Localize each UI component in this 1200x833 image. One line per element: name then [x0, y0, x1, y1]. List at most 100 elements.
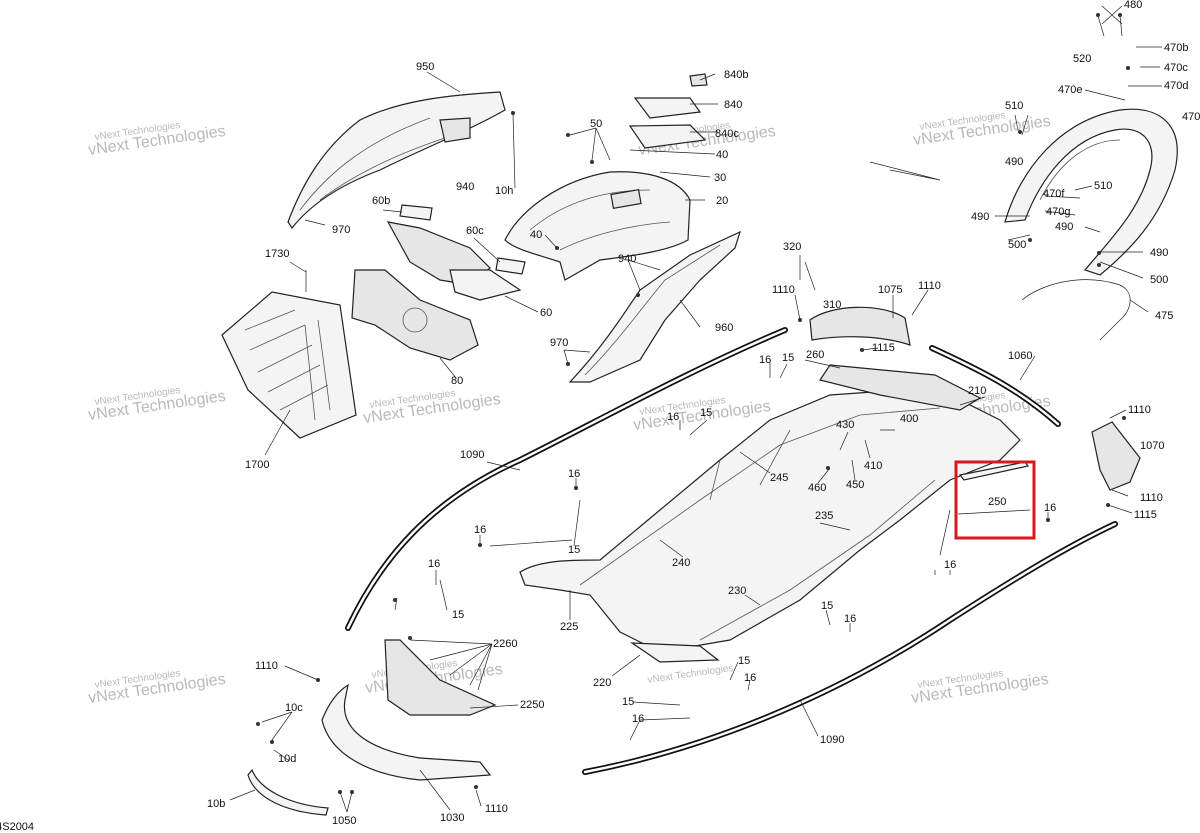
- label-16-b: 16: [667, 411, 679, 423]
- part-1060-rail[interactable]: [929, 345, 1061, 427]
- label-1110-b: 1110: [918, 280, 941, 292]
- label-410: 410: [864, 460, 882, 472]
- part-960-side-panel[interactable]: [568, 230, 741, 383]
- label-470c: 470c: [1164, 62, 1188, 74]
- label-475: 475: [1155, 310, 1173, 322]
- part-1030-bumper[interactable]: [321, 639, 497, 781]
- label-470: 470: [1182, 111, 1200, 123]
- label-10d: 10d: [278, 753, 296, 765]
- label-16-f: 16: [944, 559, 956, 571]
- label-490-c: 490: [1055, 221, 1073, 233]
- part-470-handle[interactable]: [1004, 108, 1178, 276]
- label-450: 450: [846, 479, 864, 491]
- label-1075: 1075: [878, 284, 902, 296]
- label-210: 210: [968, 385, 986, 397]
- label-1110-d: 1110: [1140, 492, 1163, 504]
- label-60c: 60c: [466, 225, 484, 237]
- label-16-d: 16: [1044, 502, 1056, 514]
- label-20: 20: [716, 195, 728, 207]
- part-840-covers[interactable]: [628, 73, 708, 149]
- part-250-strip[interactable]: [958, 461, 1030, 481]
- part-475-cable[interactable]: [1021, 279, 1131, 341]
- label-250: 250: [988, 496, 1006, 508]
- label-50: 50: [590, 118, 602, 130]
- label-940-a: 940: [456, 181, 474, 193]
- watermark-text: vNext Technologies: [647, 663, 734, 686]
- label-970-b: 970: [550, 337, 568, 349]
- label-15-d: 15: [452, 609, 464, 621]
- label-1700: 1700: [245, 459, 269, 471]
- label-16-g: 16: [428, 558, 440, 570]
- part-1090-rail-upper[interactable]: [345, 327, 788, 631]
- label-2250: 2250: [520, 699, 544, 711]
- label-840: 840: [724, 99, 742, 111]
- label-1110-a: 1110: [772, 284, 795, 296]
- part-10b-strip[interactable]: [247, 768, 329, 816]
- label-1110-e: 1110: [255, 660, 278, 672]
- label-470e: 470e: [1058, 84, 1082, 96]
- label-16-i: 16: [744, 672, 756, 684]
- label-16-j: 16: [632, 713, 644, 725]
- label-15-g: 15: [622, 696, 634, 708]
- part-950-cover[interactable]: [287, 91, 506, 230]
- label-500-b: 500: [1150, 274, 1168, 286]
- label-240: 240: [672, 557, 690, 569]
- label-2260: 2260: [493, 638, 517, 650]
- label-970-a: 970: [332, 224, 350, 236]
- label-960: 960: [715, 322, 733, 334]
- part-20-console[interactable]: [504, 171, 691, 281]
- label-60b: 60b: [372, 195, 390, 207]
- part-1070-nose[interactable]: [1091, 421, 1141, 491]
- label-16-e: 16: [474, 524, 486, 536]
- label-1060: 1060: [1008, 350, 1032, 362]
- label-1030: 1030: [440, 812, 464, 824]
- label-470b: 470b: [1164, 42, 1188, 54]
- leader-lines: [229, 5, 1162, 813]
- part-1700-mat[interactable]: [221, 291, 357, 439]
- label-16-c: 16: [568, 468, 580, 480]
- label-1050: 1050: [332, 815, 356, 827]
- label-15-f: 15: [738, 655, 750, 667]
- label-10b: 10b: [207, 798, 225, 810]
- label-310: 310: [823, 299, 841, 311]
- label-400: 400: [900, 413, 918, 425]
- label-225: 225: [560, 621, 578, 633]
- label-490-a: 490: [1005, 156, 1023, 168]
- label-260: 260: [806, 349, 824, 361]
- label-510-top: 510: [1005, 100, 1023, 112]
- label-950: 950: [416, 61, 434, 73]
- label-470g: 470g: [1046, 206, 1070, 218]
- diagram-code: 34S2004: [0, 821, 34, 833]
- label-490-d: 490: [1150, 247, 1168, 259]
- label-460: 460: [808, 482, 826, 494]
- label-1730: 1730: [265, 248, 289, 260]
- label-15-c: 15: [568, 544, 580, 556]
- label-430: 430: [836, 419, 854, 431]
- label-500-a: 500: [1008, 239, 1026, 251]
- label-30: 30: [714, 172, 726, 184]
- label-840b: 840b: [724, 69, 748, 81]
- part-deck-mats[interactable]: [519, 364, 1021, 663]
- label-470f: 470f: [1043, 188, 1065, 200]
- label-1090-b: 1090: [820, 734, 844, 746]
- label-235: 235: [815, 510, 833, 522]
- label-16-h: 16: [844, 613, 856, 625]
- label-320: 320: [783, 241, 801, 253]
- label-1110-c: 1110: [1128, 404, 1151, 416]
- label-80: 80: [451, 375, 463, 387]
- part-60-panels[interactable]: [386, 204, 526, 301]
- label-1090-a: 1090: [460, 449, 484, 461]
- label-220: 220: [593, 677, 611, 689]
- part-1090-rail-lower[interactable]: [582, 521, 1118, 775]
- label-16-a: 16: [759, 354, 771, 366]
- label-1110-f: 1110: [485, 803, 508, 815]
- part-80-glovebox[interactable]: [351, 269, 479, 361]
- label-230: 230: [728, 585, 746, 597]
- label-520: 520: [1073, 53, 1091, 65]
- part-1075-cap[interactable]: [809, 306, 911, 346]
- label-15-a: 15: [782, 352, 794, 364]
- label-245: 245: [770, 472, 788, 484]
- label-40-a: 40: [716, 149, 728, 161]
